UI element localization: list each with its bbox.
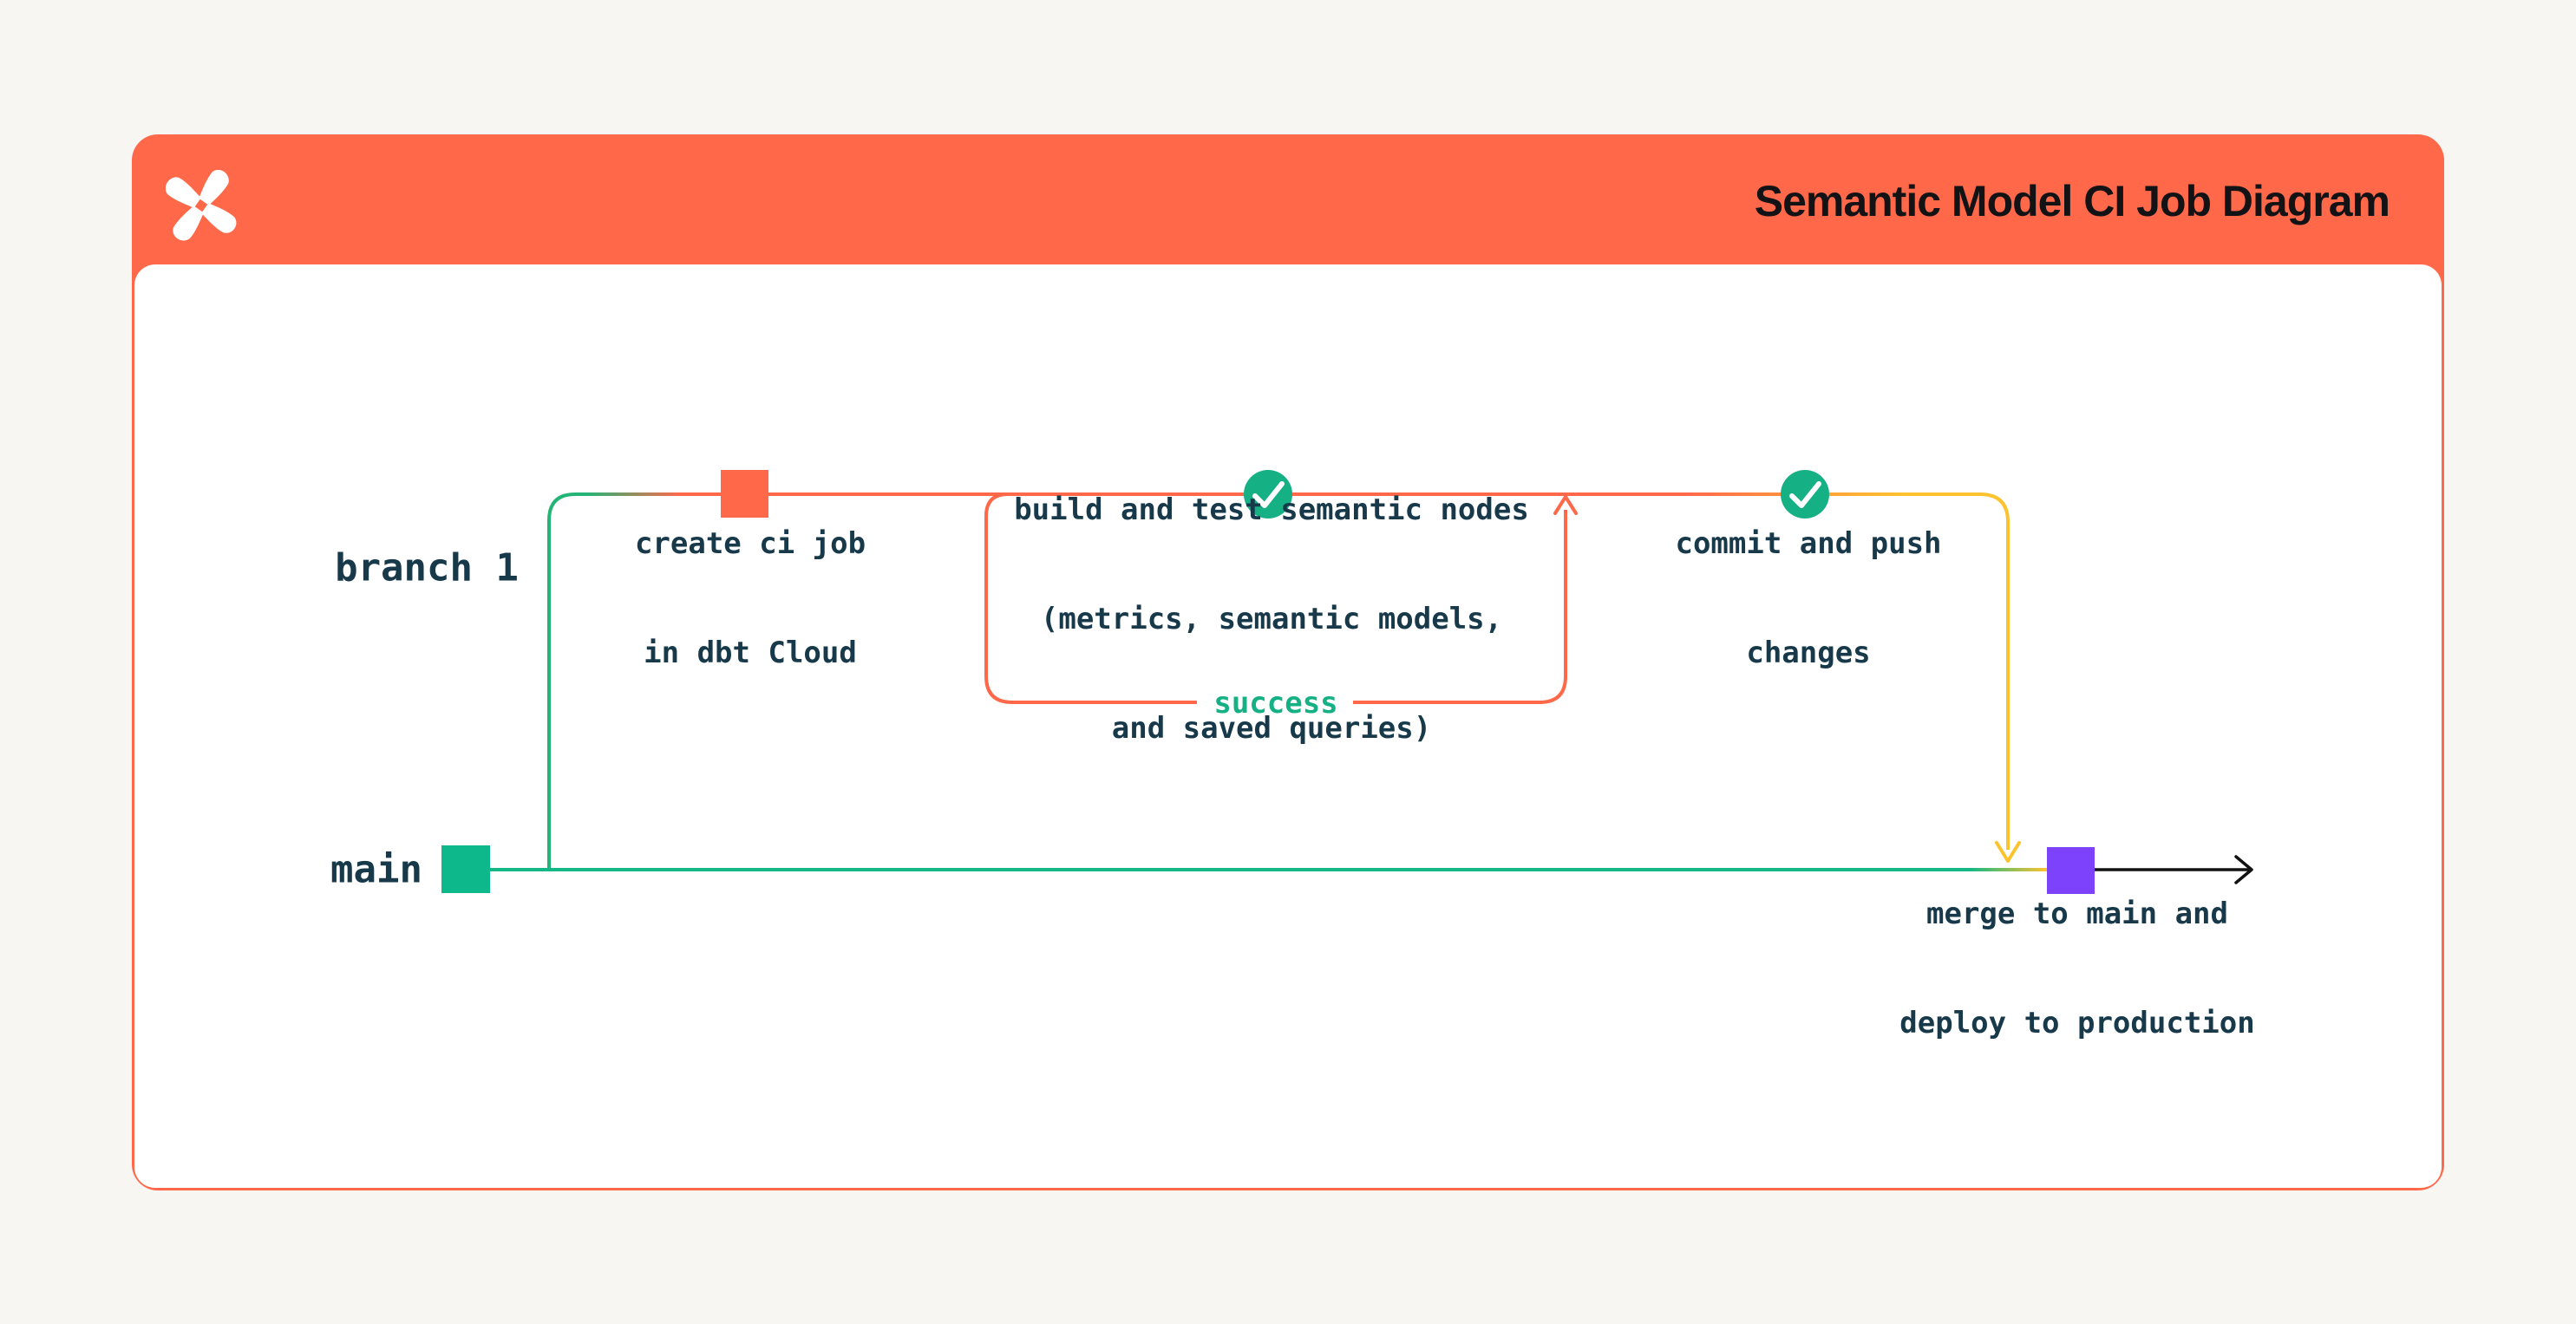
build-test-line-2: (metrics, semantic models, [1040,602,1503,636]
create-ci-job-line-2: in dbt Cloud [644,636,857,670]
merge-deploy-label: merge to main and deploy to production [1899,823,2254,1078]
build-test-line-1: build and test semantic nodes [1014,492,1529,527]
merge-deploy-line-1: merge to main and [1926,897,2228,931]
build-test-line-3: and saved queries) [1111,711,1432,746]
build-test-label: build and test semantic nodes (metrics, … [1014,419,1529,783]
card-header: Semantic Model CI Job Diagram [134,137,2442,264]
main-label: main [330,847,422,892]
commit-push-label: commit and push changes [1675,453,1941,708]
dbt-logo-icon [166,170,237,241]
commit-push-line-2: changes [1746,636,1871,670]
page-title: Semantic Model CI Job Diagram [1754,176,2390,225]
merge-deploy-line-2: deploy to production [1899,1006,2255,1040]
commit-push-line-1: commit and push [1675,526,1942,561]
create-ci-job-label: create ci job in dbt Cloud [635,453,866,708]
branch-1-label: branch 1 [335,545,519,590]
create-ci-job-line-1: create ci job [634,526,866,561]
success-label: success [1213,686,1338,721]
